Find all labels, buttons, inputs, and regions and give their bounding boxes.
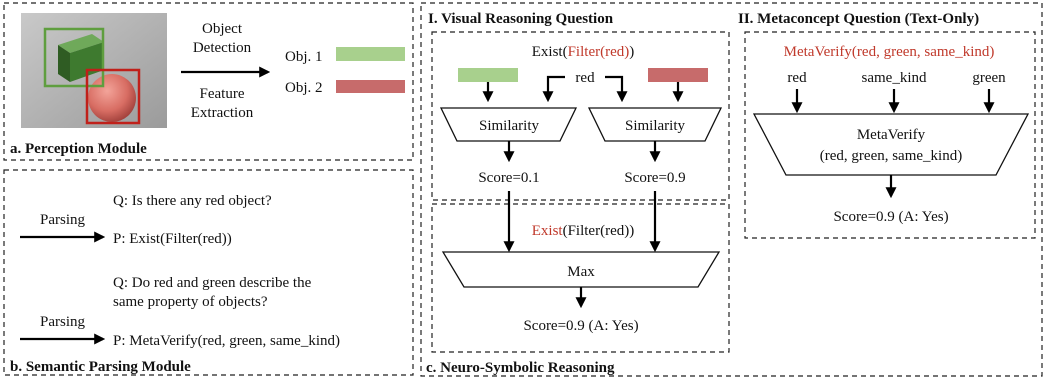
exist-subpanel — [431, 203, 730, 353]
obj1-feature-bar — [336, 47, 405, 61]
perception-title: a. Perception Module — [10, 141, 147, 157]
neuro-symbolic-panel — [420, 2, 1043, 377]
red-token: red — [575, 70, 595, 86]
scene-image — [21, 13, 167, 128]
max-label: Max — [567, 264, 595, 280]
arrow-red-sim-left — [542, 75, 565, 103]
semantic-parsing-panel — [3, 169, 414, 376]
similarity-block-left — [439, 107, 578, 142]
p1-text: P: Exist(Filter(red)) — [113, 231, 232, 247]
program-filter-text: Exist(Filter(red)) — [532, 44, 634, 60]
semantic-parsing-title: b. Semantic Parsing Module — [10, 359, 191, 375]
metaconcept-score: Score=0.9 (A: Yes) — [833, 209, 948, 225]
arrow-red-sim-right — [605, 75, 628, 103]
obj1-feature-input — [458, 68, 518, 82]
red-bbox — [85, 68, 141, 125]
similarity-block-right — [587, 107, 723, 142]
q2-text-line2: same property of objects? — [113, 294, 268, 310]
input-red: red — [787, 70, 807, 86]
metaverify-label-line2: (red, green, same_kind) — [820, 148, 962, 164]
obj2-feature-input — [648, 68, 708, 82]
metaverify-program: MetaVerify(red, green, same_kind) — [784, 44, 995, 60]
filter-subpanel — [431, 31, 730, 201]
obj2-label: Obj. 2 — [285, 80, 323, 96]
detection-label: Detection — [193, 40, 252, 56]
input-same-kind: same_kind — [862, 70, 927, 86]
score-left: Score=0.1 — [478, 170, 539, 186]
q2-text-line1: Q: Do red and green describe the — [113, 275, 312, 291]
neuro-symbolic-title: c. Neuro-Symbolic Reasoning — [426, 360, 615, 376]
extraction-label: Extraction — [191, 105, 254, 121]
obj1-label: Obj. 1 — [285, 49, 323, 65]
score-right: Score=0.9 — [624, 170, 685, 186]
green-bbox — [43, 27, 105, 88]
program-exist-text: Exist(Filter(red)) — [532, 223, 634, 239]
max-block — [441, 251, 721, 288]
p2-text: P: MetaVerify(red, green, same_kind) — [113, 333, 340, 349]
final-score: Score=0.9 (A: Yes) — [523, 318, 638, 334]
feature-label: Feature — [200, 86, 245, 102]
metaconcept-title: II. Metaconcept Question (Text-Only) — [738, 11, 979, 27]
metaverify-label-line1: MetaVerify — [857, 127, 926, 143]
similarity-label-right: Similarity — [625, 118, 686, 134]
object-label: Object — [202, 21, 243, 37]
metaconcept-subpanel — [744, 31, 1036, 239]
metaverify-block — [752, 113, 1030, 176]
obj2-feature-bar — [336, 80, 405, 93]
parsing-label-1: Parsing — [40, 212, 86, 228]
parsing-label-2: Parsing — [40, 314, 86, 330]
input-green: green — [972, 70, 1006, 86]
visual-question-title: I. Visual Reasoning Question — [428, 11, 614, 27]
q1-text: Q: Is there any red object? — [113, 193, 272, 209]
perception-module-panel — [3, 2, 414, 161]
similarity-label-left: Similarity — [479, 118, 540, 134]
